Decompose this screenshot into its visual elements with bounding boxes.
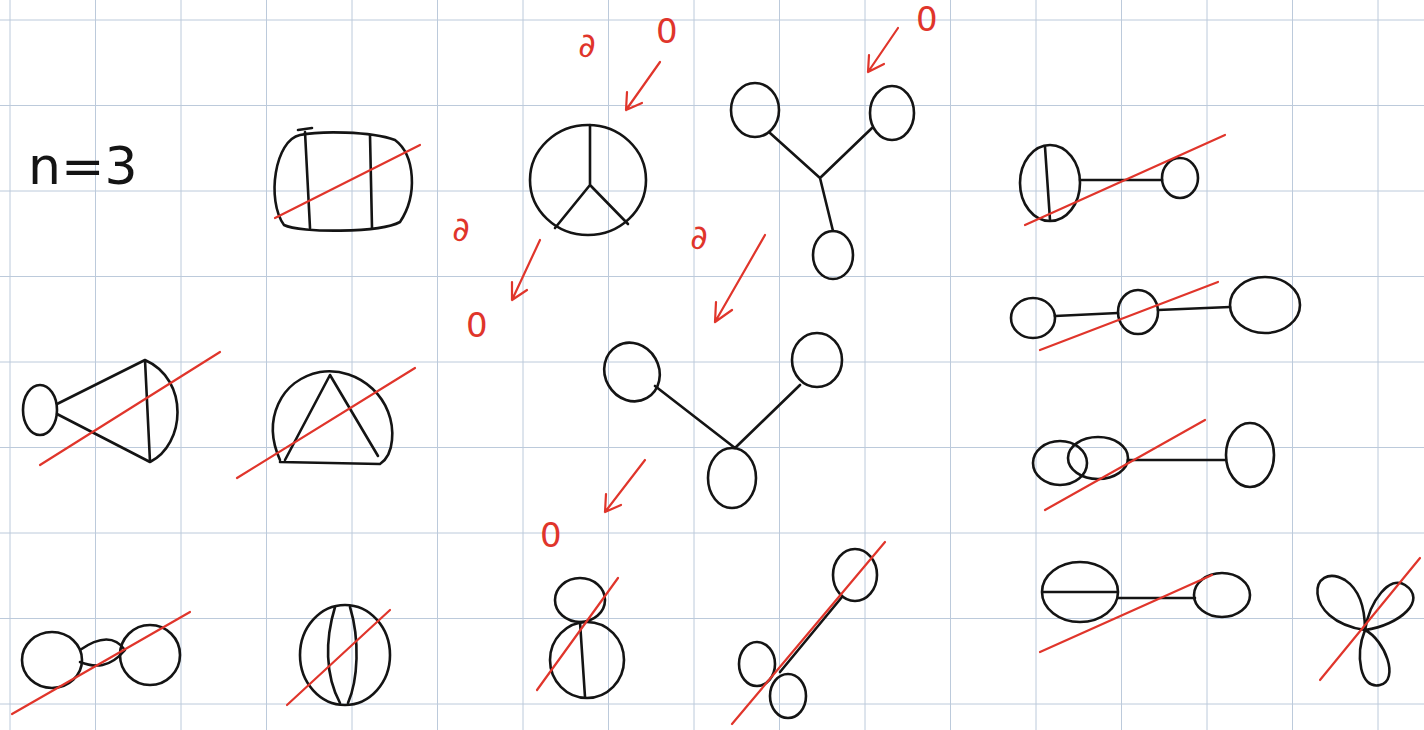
mercedes-graph <box>530 125 646 235</box>
graph-line <box>1226 423 1274 487</box>
grid-line <box>10 0 11 730</box>
ladder-graph <box>275 128 420 231</box>
graph-line <box>1230 277 1300 333</box>
red-stroke <box>537 578 618 690</box>
red-stroke <box>1025 135 1225 225</box>
zero-mark: 0 <box>656 14 678 48</box>
theta-tadpole-graph <box>1020 135 1225 225</box>
graph-line <box>770 128 872 231</box>
figure-eight-tadpole-graph <box>1033 420 1274 510</box>
red-stroke <box>605 460 645 512</box>
boundary-mark: ∂ <box>452 212 470 246</box>
red-stroke <box>626 62 660 110</box>
grid-line <box>0 704 1424 705</box>
red-stroke <box>237 368 415 478</box>
graph-line <box>708 448 756 508</box>
grid-line <box>95 0 96 730</box>
grid-line <box>1036 0 1037 730</box>
graph-line <box>1317 576 1413 686</box>
red-stroke <box>1040 575 1212 652</box>
graph-line <box>780 597 842 672</box>
red-stroke <box>715 235 765 322</box>
grid-line <box>437 0 438 730</box>
graph-line <box>555 578 605 622</box>
graph-line <box>1011 298 1055 338</box>
tadpole-star-graph <box>731 83 914 279</box>
graph-line <box>1068 437 1128 479</box>
chord-tadpole-graph <box>1040 562 1250 652</box>
grid-line <box>0 105 1424 106</box>
graph-line <box>833 549 877 601</box>
zero-mark: 0 <box>540 518 562 552</box>
zero-mark: 0 <box>466 308 488 342</box>
graph-line <box>870 86 914 140</box>
red-stroke <box>868 28 898 72</box>
theta-graph <box>287 605 390 705</box>
boundary-mark: ∂ <box>690 220 708 254</box>
grid-line <box>0 191 1424 192</box>
graph-line <box>275 132 412 230</box>
graph-line <box>1033 441 1087 485</box>
grid-line <box>266 0 267 730</box>
graph-line <box>792 333 842 387</box>
grid-line <box>0 20 1424 21</box>
double-loop-graph <box>12 612 190 714</box>
grid-line <box>694 0 695 730</box>
graph-line <box>1162 158 1198 198</box>
red-stroke <box>512 240 540 300</box>
v-tadpole-graph <box>594 333 842 508</box>
triangle-circle-graph <box>237 368 415 478</box>
graph-line <box>555 125 628 228</box>
grid-line <box>950 0 951 730</box>
grid-line <box>181 0 182 730</box>
grid-line <box>1121 0 1122 730</box>
red-stroke <box>12 612 190 714</box>
graph-line <box>298 128 372 228</box>
zero-mark: 0 <box>916 2 938 36</box>
graph-line <box>550 622 624 698</box>
graph-line <box>300 605 390 705</box>
red-stroke <box>275 145 420 218</box>
grid-line <box>0 618 1424 619</box>
red-stroke <box>732 542 885 724</box>
graph-line <box>770 674 806 718</box>
grid-line <box>608 0 609 730</box>
loop-order-label: n=3 <box>28 140 138 192</box>
grid-line <box>0 447 1424 448</box>
grid-line <box>0 533 1424 534</box>
red-stroke <box>1040 282 1218 350</box>
grid-line <box>0 362 1424 363</box>
red-stroke <box>287 610 390 705</box>
graph-line <box>731 83 779 137</box>
red-stroke <box>1045 420 1205 510</box>
grid-line <box>523 0 524 730</box>
graph-line <box>1128 459 1226 462</box>
snowman-graph <box>537 578 624 698</box>
graph-line <box>530 125 646 235</box>
graph-line <box>594 333 671 412</box>
graph-line <box>655 385 800 448</box>
grid-line <box>1207 0 1208 730</box>
red-stroke <box>40 352 220 465</box>
graph-line <box>580 622 585 697</box>
boundary-mark: ∂ <box>578 28 596 62</box>
grid-line <box>1378 0 1379 730</box>
triangle-tadpole-graph <box>23 352 220 465</box>
grid-line <box>1292 0 1293 730</box>
red-arrows <box>512 28 898 512</box>
grid-line <box>0 276 1424 277</box>
diagonal-tadpole-graph <box>732 542 885 724</box>
grid-line <box>865 0 866 730</box>
red-stroke <box>1320 558 1420 680</box>
graph-line <box>23 385 57 435</box>
graph-line <box>57 360 178 462</box>
graph-line <box>813 231 853 279</box>
flower-graph <box>1317 558 1420 685</box>
loop-chain-graph <box>1011 277 1300 350</box>
graph-line <box>285 375 378 460</box>
